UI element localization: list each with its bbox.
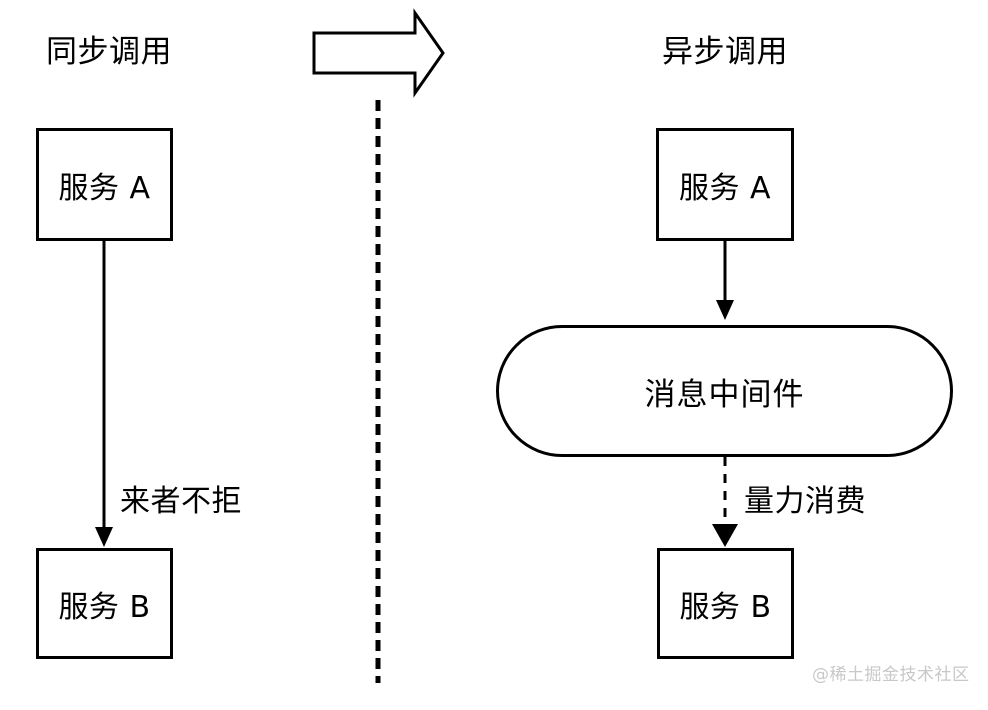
node-message-middleware[interactable]: 消息中间件	[496, 325, 953, 457]
async-edge-2-arrowhead	[712, 524, 738, 547]
node-async-service-a-label: 服务 A	[678, 170, 772, 206]
async-edge-2-label: 量力消费	[744, 484, 866, 519]
node-message-middleware-label: 消息中间件	[644, 376, 805, 413]
node-sync-service-a[interactable]: 服务 A	[36, 128, 173, 241]
node-async-service-b[interactable]: 服务 B	[657, 548, 794, 659]
sync-edge-arrowhead	[95, 527, 113, 547]
watermark: @稀土掘金技术社区	[812, 665, 970, 685]
sync-edge-label: 来者不拒	[120, 484, 242, 519]
big-right-arrow-icon	[312, 8, 445, 98]
left-panel-title: 同步调用	[46, 34, 172, 70]
right-panel-title: 异步调用	[662, 34, 788, 70]
node-sync-service-b-label: 服务 B	[58, 589, 151, 625]
node-sync-service-b[interactable]: 服务 B	[36, 548, 173, 659]
async-edge-1-arrowhead	[716, 300, 734, 320]
node-async-service-a[interactable]: 服务 A	[656, 128, 794, 241]
node-async-service-b-label: 服务 B	[679, 589, 772, 625]
node-sync-service-a-label: 服务 A	[58, 170, 151, 206]
